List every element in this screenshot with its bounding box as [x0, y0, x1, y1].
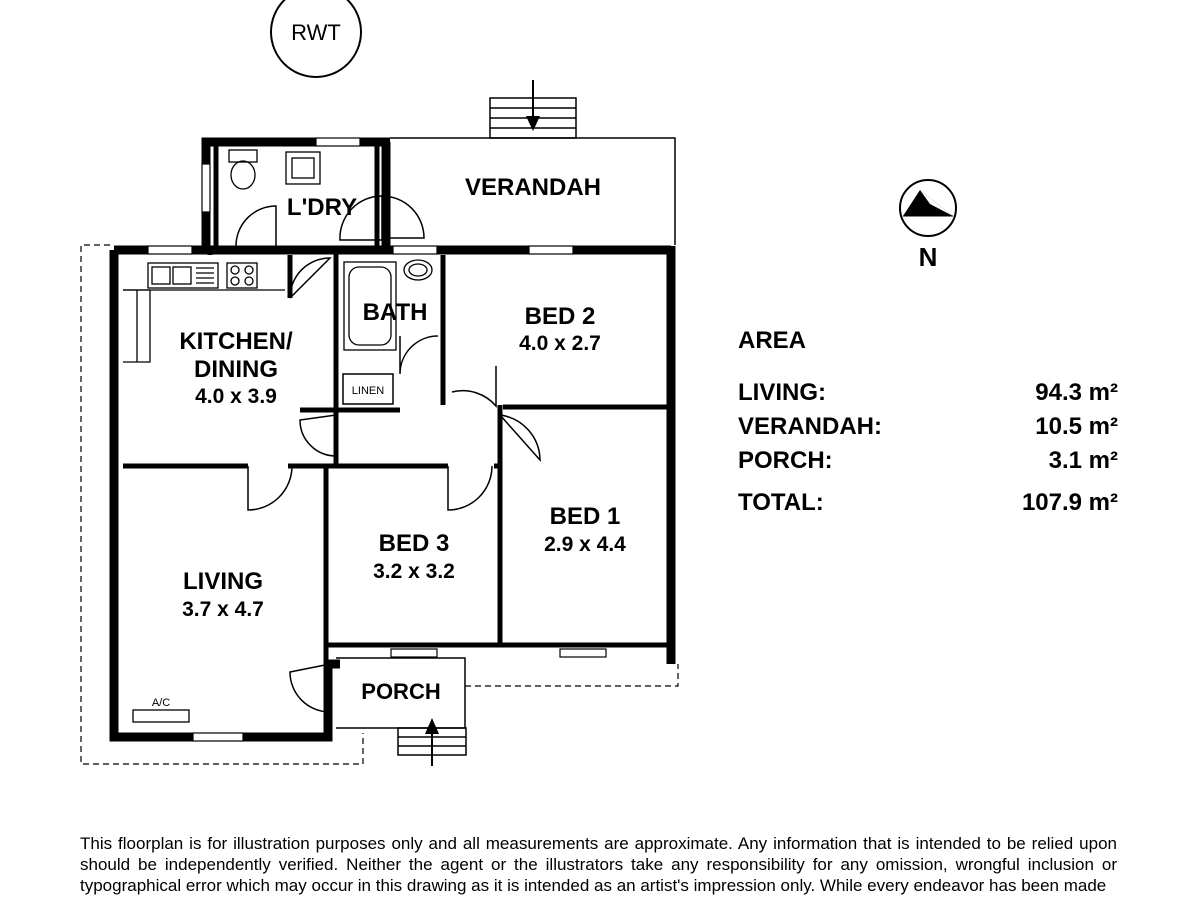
area-total-value: 107.9 m²	[1021, 489, 1118, 516]
area-label: PORCH:	[738, 447, 833, 474]
ac-unit	[132, 709, 190, 723]
area-label: LIVING:	[738, 379, 826, 406]
entry-arrow-icon	[526, 80, 540, 131]
area-value: 10.5 m²	[1035, 413, 1118, 440]
laundry-label: L'DRY	[287, 194, 357, 221]
bed1-label: BED 1	[550, 503, 621, 530]
compass: N	[899, 179, 957, 272]
ac-label: A/C	[152, 697, 170, 709]
living-label: LIVING	[183, 568, 263, 595]
exterior-walls	[109, 137, 676, 742]
sink-icon	[147, 262, 219, 289]
doors	[235, 195, 541, 713]
kitchen-label-line2: DINING	[194, 356, 278, 383]
windows	[147, 137, 607, 742]
bed2-label: BED 2	[525, 303, 596, 330]
north-label: N	[919, 242, 938, 272]
laundry-tub-icon	[285, 151, 321, 185]
interior-walls	[123, 250, 671, 664]
tank-label: RWT	[291, 20, 341, 45]
bath-label: BATH	[363, 299, 428, 326]
area-title: AREA	[738, 327, 807, 354]
kitchen-label-line1: KITCHEN/	[179, 328, 293, 355]
area-value: 3.1 m²	[1048, 447, 1118, 474]
area-value: 94.3 m²	[1035, 379, 1118, 406]
bed1-dims: 2.9 x 4.4	[544, 533, 626, 556]
area-label: VERANDAH:	[738, 413, 882, 440]
living-dims: 3.7 x 4.7	[182, 598, 264, 621]
area-summary: AREA LIVING: 94.3 m² VERANDAH: 10.5 m² P…	[738, 326, 1118, 520]
basin-icon	[403, 259, 433, 281]
outdoor-dashed-outline	[80, 244, 679, 765]
linen-cupboard	[342, 373, 394, 405]
toilet-icon	[228, 149, 258, 190]
porch-entry-arrow-icon	[425, 718, 439, 766]
verandah-label: VERANDAH	[465, 174, 601, 201]
porch-outline	[336, 657, 467, 756]
disclaimer-text: This floorplan is for illustration purpo…	[80, 834, 1117, 895]
kitchen-bench	[123, 289, 285, 363]
kitchen-dims: 4.0 x 3.9	[195, 385, 277, 408]
linen-label: LINEN	[352, 385, 384, 397]
bathtub-icon	[343, 261, 397, 351]
bed3-dims: 3.2 x 3.2	[373, 560, 455, 583]
bed2-dims: 4.0 x 2.7	[519, 332, 601, 355]
porch-label: PORCH	[361, 679, 440, 704]
verandah-outline	[390, 137, 676, 245]
area-row-living: LIVING: 94.3 m²	[738, 376, 1118, 410]
area-total-label: TOTAL:	[738, 489, 824, 516]
area-row-verandah: VERANDAH: 10.5 m²	[738, 410, 1118, 444]
area-row-total: TOTAL: 107.9 m²	[738, 486, 1118, 520]
rainwater-tank: RWT	[270, 0, 362, 78]
bed3-label: BED 3	[379, 530, 450, 557]
area-row-porch: PORCH: 3.1 m²	[738, 444, 1118, 478]
cooktop-icon	[226, 262, 258, 289]
